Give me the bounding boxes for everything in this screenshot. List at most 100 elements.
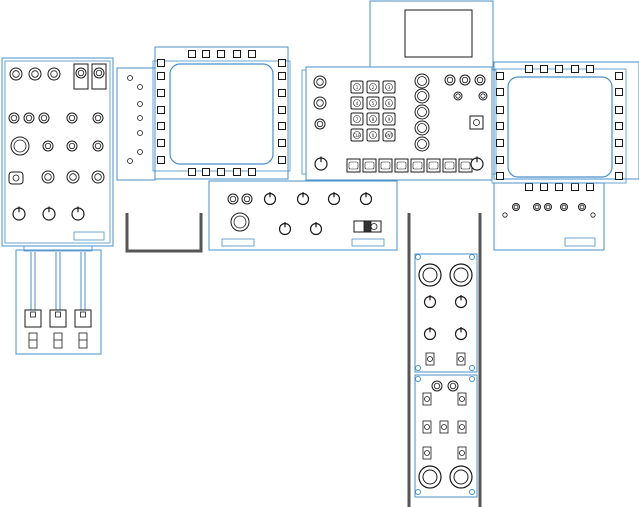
right-mfd-right-osb-6[interactable] (615, 156, 623, 164)
keypad-key-2[interactable]: 2 (366, 80, 380, 94)
console-lower-toggle-4[interactable] (439, 420, 449, 434)
left-mfd-top-osb-1[interactable] (188, 50, 196, 58)
ufc-option-display-8[interactable] (458, 158, 473, 173)
left-mfd-bottom-osb-2[interactable] (202, 168, 210, 176)
lower-center-selector-2[interactable] (241, 193, 253, 205)
side-indicator-4[interactable] (137, 115, 143, 121)
right-lower-knob-5[interactable] (578, 203, 586, 211)
ufc-option-display-7[interactable] (442, 158, 457, 173)
console-toggle-2[interactable] (456, 352, 466, 366)
left-mfd-top-osb-2[interactable] (202, 50, 210, 58)
ufc-aux-knob-1[interactable] (444, 74, 456, 86)
right-lower-knob-1[interactable] (512, 203, 520, 211)
ufc-option-display-6[interactable] (426, 158, 441, 173)
right-mfd-bottom-osb-4[interactable] (571, 183, 579, 191)
left-mfd-bottom-osb-4[interactable] (233, 168, 241, 176)
keypad-key-5[interactable]: 5 (366, 96, 380, 110)
left-mfd-left-osb-6[interactable] (157, 139, 165, 147)
side-indicator-5[interactable] (137, 130, 143, 136)
arm-selector-knob-3[interactable] (47, 67, 61, 81)
aux-knob-3[interactable] (91, 170, 105, 184)
keypad-key-3[interactable]: 3 (382, 80, 396, 94)
lower-center-rotary-4[interactable] (359, 192, 373, 206)
right-mfd-right-osb-5[interactable] (615, 139, 623, 147)
aux-knob-1[interactable] (41, 170, 55, 184)
left-mfd-top-osb-4[interactable] (233, 50, 241, 58)
ufc-mode-switch[interactable] (469, 115, 484, 130)
keypad-key-0[interactable]: 0 (366, 128, 380, 142)
right-mfd-top-osb-4[interactable] (571, 65, 579, 73)
right-lower-knob-2[interactable] (533, 203, 541, 211)
left-mfd-right-osb-3[interactable] (278, 89, 286, 97)
master-rotary[interactable] (10, 136, 30, 156)
right-mfd-bottom-osb-1[interactable] (525, 183, 533, 191)
console-large-knob-3[interactable] (418, 465, 442, 489)
right-mfd-top-osb-5[interactable] (586, 65, 594, 73)
right-mfd-left-osb-1[interactable] (496, 72, 504, 80)
left-mfd-bottom-osb-5[interactable] (248, 168, 256, 176)
guarded-switch-knob[interactable] (93, 67, 105, 79)
volume-rotary-3[interactable] (71, 206, 85, 221)
ufc-option-knob-2[interactable] (414, 88, 430, 104)
left-mfd-top-osb-3[interactable] (217, 50, 225, 58)
mode-knob-4[interactable] (66, 112, 78, 124)
left-mfd-bottom-osb-1[interactable] (188, 168, 196, 176)
keypad-key-7[interactable]: 7 (350, 112, 364, 126)
arm-selector-knob-1[interactable] (9, 67, 23, 81)
fuel-selector[interactable] (8, 171, 24, 185)
ufc-volume-left-rotary[interactable] (314, 156, 328, 171)
volume-rotary-1[interactable] (12, 206, 26, 221)
console-lower-toggle-7[interactable] (457, 446, 467, 460)
console-lower-toggle-5[interactable] (457, 420, 467, 434)
left-mfd-left-osb-1[interactable] (157, 59, 165, 67)
right-mfd-left-osb-3[interactable] (496, 106, 504, 114)
guarded-switch-knob[interactable] (75, 67, 87, 79)
right-mfd-top-osb-2[interactable] (540, 65, 548, 73)
ufc-option-display-5[interactable] (410, 158, 425, 173)
console-rotary-1[interactable] (423, 295, 437, 309)
side-indicator-2[interactable] (137, 84, 143, 90)
console-large-knob-4[interactable] (449, 465, 473, 489)
keypad-key-CLR[interactable]: CLR (350, 128, 364, 142)
console-lower-toggle-3[interactable] (422, 420, 432, 434)
lower-center-rotary-5[interactable] (278, 222, 292, 236)
left-mfd-right-osb-6[interactable] (278, 139, 286, 147)
right-lower-knob-3[interactable] (544, 203, 552, 211)
throttle-lever-1[interactable] (24, 252, 42, 349)
left-mfd-left-osb-2[interactable] (157, 72, 165, 80)
ufc-option-knob-4[interactable] (414, 120, 430, 136)
ufc-volume-right-rotary[interactable] (470, 156, 484, 171)
station-knob-3[interactable] (92, 140, 104, 152)
left-mfd-right-osb-4[interactable] (278, 106, 286, 114)
guarded-switch-2[interactable] (91, 63, 107, 90)
mode-knob-3[interactable] (38, 112, 50, 124)
console-rotary-4[interactable] (454, 327, 468, 341)
console-small-knob-2[interactable] (447, 380, 459, 392)
left-mfd-bottom-osb-3[interactable] (217, 168, 225, 176)
side-indicator-7[interactable] (127, 158, 133, 164)
lower-center-selector-1[interactable] (227, 193, 239, 205)
console-large-knob-1[interactable] (418, 263, 442, 287)
right-mfd-right-osb-4[interactable] (615, 122, 623, 130)
ufc-small-knob[interactable] (453, 91, 463, 101)
left-mfd-right-osb-7[interactable] (278, 156, 286, 164)
right-mfd-right-osb-2[interactable] (615, 88, 623, 96)
throttle-lever-2[interactable] (49, 252, 67, 349)
ufc-brightness-knob[interactable] (314, 118, 326, 130)
console-lower-toggle-6[interactable] (422, 446, 432, 460)
ufc-option-display-4[interactable] (394, 158, 409, 173)
lower-center-rotary-1[interactable] (263, 192, 277, 206)
right-mfd-right-osb-3[interactable] (615, 106, 623, 114)
left-mfd-right-osb-5[interactable] (278, 122, 286, 130)
console-lower-toggle-1[interactable] (422, 392, 432, 406)
console-lower-toggle-2[interactable] (457, 392, 467, 406)
right-mfd-right-osb-1[interactable] (615, 72, 623, 80)
right-mfd-top-osb-3[interactable] (555, 65, 563, 73)
right-mfd-bottom-osb-5[interactable] (586, 183, 594, 191)
ufc-aux-knob-2[interactable] (459, 74, 471, 86)
right-mfd-left-osb-6[interactable] (496, 156, 504, 164)
ufc-comm2-knob[interactable] (313, 96, 327, 110)
ufc-aux-knob-3[interactable] (474, 74, 486, 86)
ufc-comm1-knob[interactable] (313, 75, 327, 89)
console-large-knob-2[interactable] (449, 263, 473, 287)
